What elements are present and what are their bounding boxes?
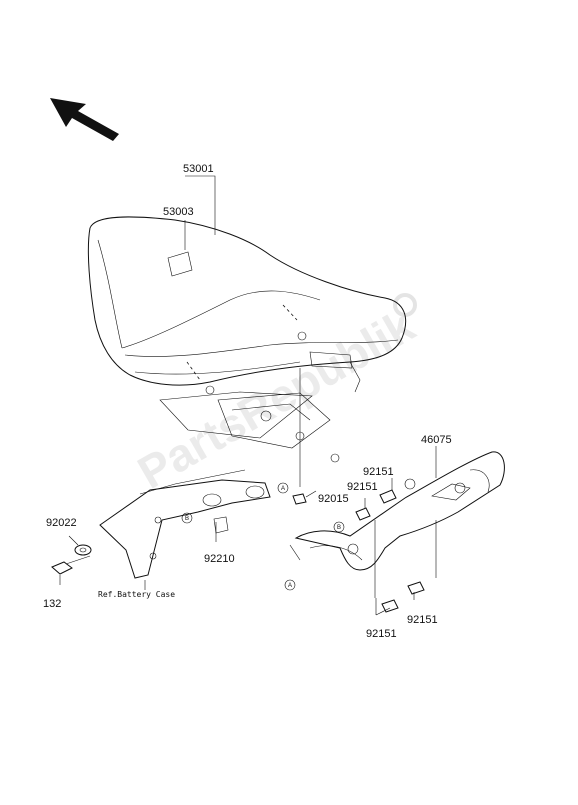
svg-text:A: A [288, 583, 292, 589]
front-direction-arrow-icon [50, 98, 119, 141]
part-label-92151-lower-right: 92151 [407, 614, 438, 626]
seat-illustration [87, 216, 407, 463]
bolts-right [355, 489, 425, 613]
callout-a-lower: A [284, 579, 296, 591]
leader-lines [59, 175, 437, 616]
part-label-92151-top: 92151 [363, 466, 394, 478]
part-label-92015: 92015 [318, 493, 349, 505]
part-label-92022: 92022 [46, 517, 77, 529]
part-label-53001: 53001 [183, 163, 214, 175]
part-label-92210: 92210 [204, 553, 235, 565]
frame-bracket-illustration [99, 469, 271, 579]
callout-b-left: B [181, 512, 193, 524]
svg-text:A: A [281, 486, 285, 492]
callout-b-right: B [333, 521, 345, 533]
part-label-46075: 46075 [421, 434, 452, 446]
reference-note-battery-case: Ref.Battery Case [98, 590, 175, 599]
callout-a-upper: A [277, 482, 289, 494]
part-label-92151-mid: 92151 [347, 481, 378, 493]
part-label-132: 132 [43, 598, 61, 610]
part-label-92151-lower: 92151 [366, 628, 397, 640]
grab-rail-illustration [294, 451, 505, 571]
svg-text:B: B [185, 516, 189, 522]
part-label-53003: 53003 [163, 206, 194, 218]
fasteners-left [51, 493, 307, 575]
svg-text:B: B [337, 525, 341, 531]
